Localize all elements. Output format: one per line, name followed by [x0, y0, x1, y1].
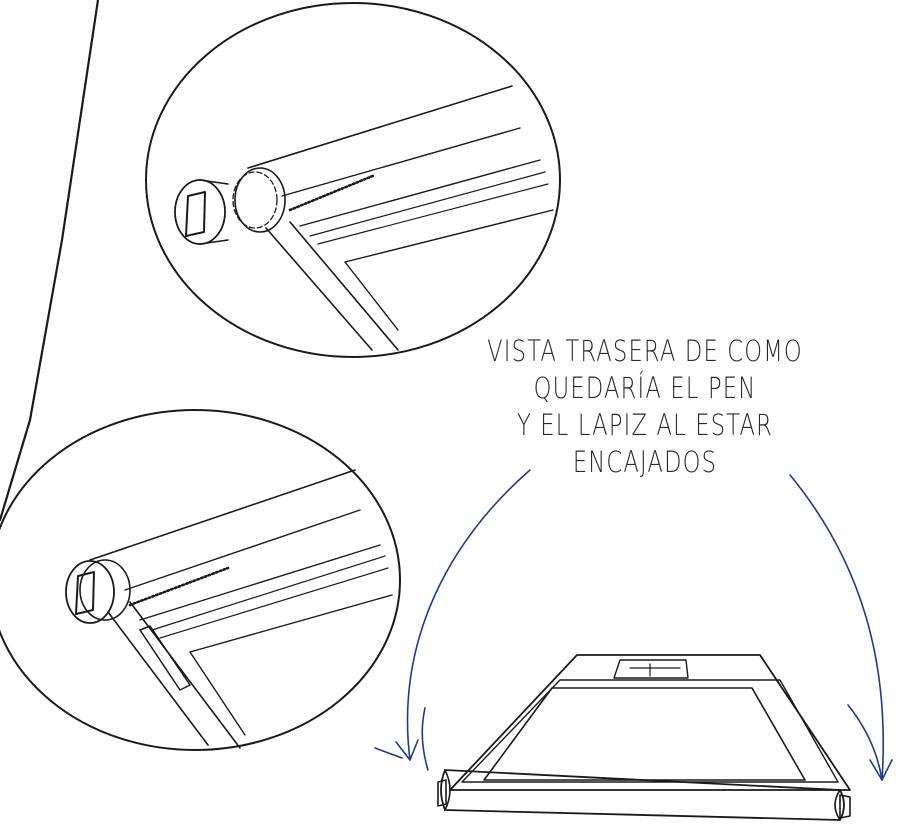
tablet-screen — [483, 687, 806, 781]
caption-line-3: Y EL LAPIZ AL ESTAR — [516, 408, 774, 442]
top-detail-view — [145, 2, 561, 358]
caption-text: VISTA TRASERA DE COMO QUEDARÍA EL PEN Y … — [477, 333, 812, 481]
pen-cap-icon — [174, 179, 229, 245]
tablet-body — [449, 654, 851, 791]
left-arrow — [406, 469, 531, 761]
caption-line-1: VISTA TRASERA DE COMO — [487, 334, 803, 368]
camera-module — [613, 659, 689, 679]
rear-view-tablet — [437, 654, 851, 821]
pen-cap-icon — [65, 560, 115, 624]
panel-divider-line — [0, 0, 100, 522]
curved-arrow-icon — [374, 469, 893, 781]
stylus-slot — [139, 625, 191, 691]
hinge-bar — [440, 769, 845, 821]
caption-line-2: QUEDARÍA EL PEN — [533, 371, 757, 405]
right-arrow — [789, 474, 885, 781]
bottom-detail-view — [0, 409, 401, 751]
bottom-magnifier-circle — [0, 409, 401, 751]
pen-cap-icon — [437, 779, 447, 807]
caption-line-4: ENCAJADOS — [572, 445, 718, 479]
top-magnifier-circle — [145, 2, 561, 358]
stylus-end-icon — [839, 794, 851, 819]
